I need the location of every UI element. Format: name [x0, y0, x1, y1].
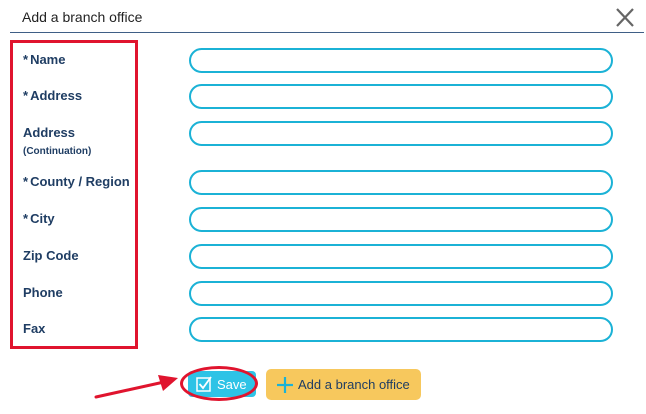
required-marker: *	[23, 211, 29, 226]
labels-highlight-box	[10, 40, 138, 349]
address-continuation-input[interactable]	[189, 121, 613, 146]
label-address-continuation: Address (Continuation)	[23, 125, 91, 160]
zip-code-input[interactable]	[189, 244, 613, 269]
label-address: *Address	[23, 88, 83, 103]
label-fax: Fax	[23, 321, 46, 336]
add-branch-office-label: Add a branch office	[298, 377, 410, 392]
required-marker: *	[23, 52, 29, 67]
save-button-label: Save	[217, 376, 247, 392]
address-input[interactable]	[189, 84, 613, 109]
label-sub: (Continuation)	[23, 146, 92, 157]
required-marker: *	[23, 88, 29, 103]
label-zip-code: Zip Code	[23, 248, 79, 263]
close-icon	[616, 8, 634, 27]
county-region-input[interactable]	[189, 170, 613, 195]
add-branch-office-button[interactable]: Add a branch office	[266, 369, 421, 400]
name-input[interactable]	[189, 48, 613, 73]
close-button[interactable]	[612, 6, 638, 30]
phone-input[interactable]	[189, 281, 613, 306]
dialog-title: Add a branch office	[22, 9, 143, 25]
label-city: *City	[23, 211, 55, 226]
label-phone: Phone	[23, 285, 63, 300]
city-input[interactable]	[189, 207, 613, 232]
fax-input[interactable]	[189, 317, 613, 342]
title-divider	[10, 32, 644, 33]
label-name: *Name	[23, 52, 66, 67]
arrow-icon	[94, 375, 178, 399]
checkbox-check-icon	[196, 376, 212, 392]
plus-icon	[277, 376, 293, 393]
save-button[interactable]: Save	[188, 371, 256, 397]
label-county-region: *County / Region	[23, 174, 130, 189]
required-marker: *	[23, 174, 29, 189]
